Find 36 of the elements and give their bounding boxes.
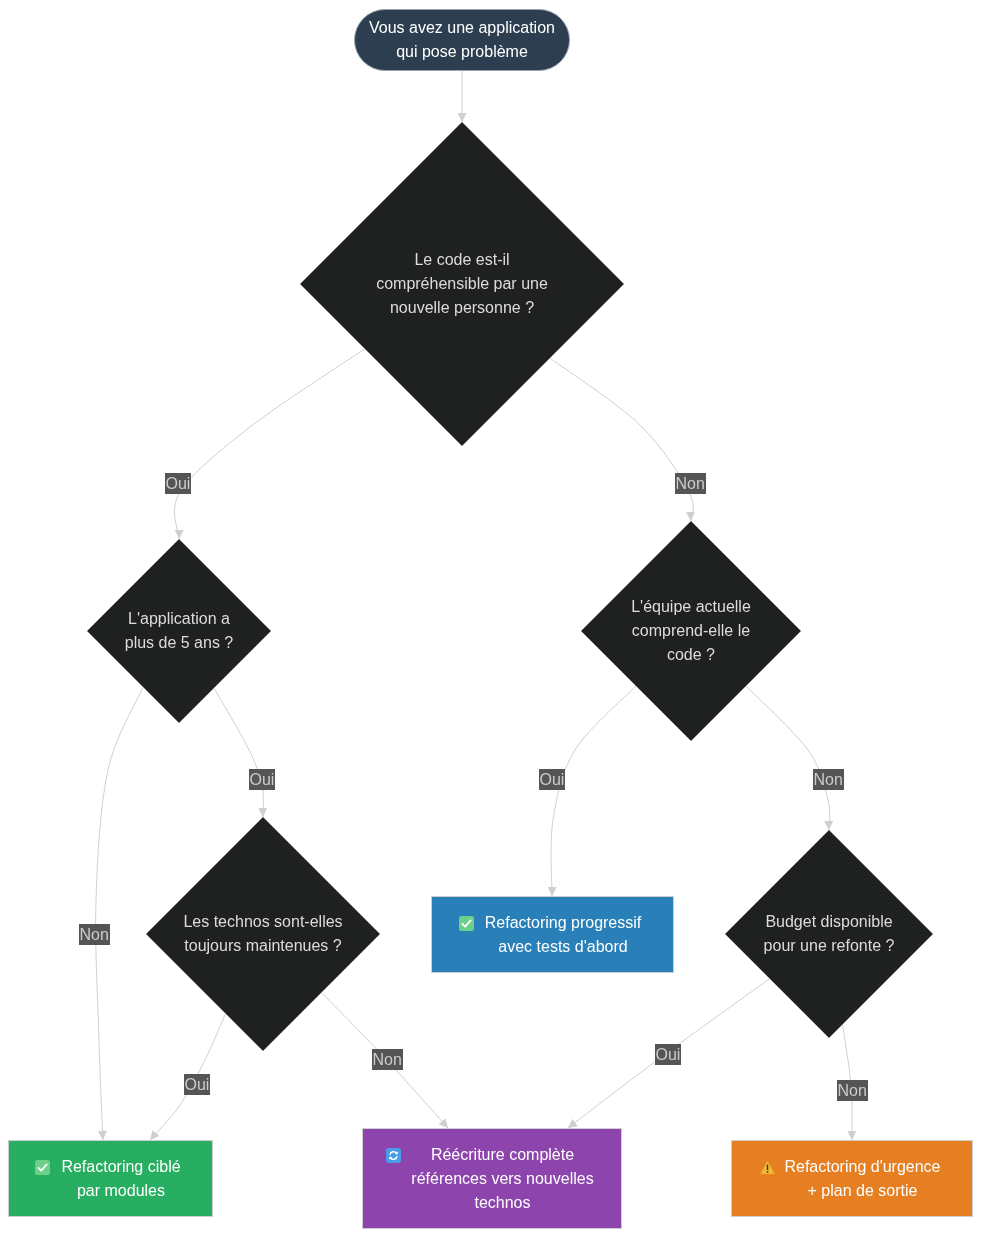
decision-diamond — [300, 122, 624, 446]
edge-label: Non — [836, 1079, 868, 1101]
outcome-text: Refactoring d'urgence + plan de sortie — [783, 1156, 942, 1201]
question-text: L'équipe actuelle comprend-elle le code ? — [630, 597, 752, 665]
decision-diamond — [87, 539, 271, 723]
edge-label: Non — [812, 768, 844, 790]
edge-label: Oui — [183, 1073, 211, 1095]
arrow — [173, 348, 366, 540]
arrow — [95, 686, 144, 1141]
outcome-text: Refactoring ciblé par modules — [60, 1156, 182, 1201]
arrow — [549, 357, 696, 522]
edge-label: Non — [674, 472, 706, 494]
decision-diamond — [581, 521, 801, 741]
question-text: Le code est-il compréhensible par une nouvelle personne ? — [375, 250, 549, 318]
outcome-box — [8, 1140, 213, 1217]
outcome-text: Refactoring progressif avec tests d'abord — [483, 912, 643, 957]
edge-label: Oui — [654, 1043, 682, 1065]
outcome-box — [731, 1140, 973, 1217]
edge-label: Oui — [164, 472, 192, 494]
edge-label: Oui — [538, 768, 566, 790]
outcome-box — [362, 1128, 622, 1229]
outcome-text: Réécriture complète références vers nouvelles technos — [410, 1144, 595, 1213]
edge-label: Non — [78, 923, 110, 945]
question-text: L'application a plus de 5 ans ? — [123, 609, 235, 653]
decision-diamond — [725, 830, 933, 1038]
arrow — [457, 70, 467, 123]
arrow — [547, 685, 637, 897]
question-text: Budget disponible pour une refonte ? — [762, 912, 896, 956]
arrow — [567, 978, 771, 1129]
arrow — [745, 685, 834, 831]
question-text: Les technos sont-elles toujours maintenues ? — [182, 912, 344, 956]
outcome-box — [431, 896, 674, 973]
decision-diamond — [146, 817, 380, 1051]
edge-label: Oui — [248, 768, 276, 790]
edge-label: Non — [371, 1048, 403, 1070]
start-text: Vous avez une application qui pose problème — [368, 18, 556, 62]
